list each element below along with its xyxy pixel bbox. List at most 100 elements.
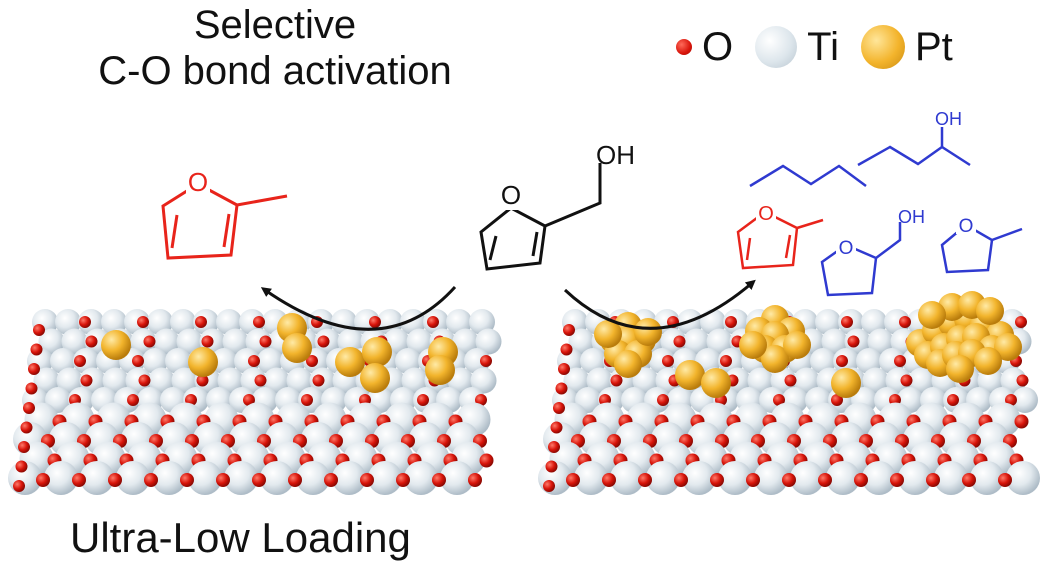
o-atom bbox=[30, 343, 43, 356]
o-atom bbox=[553, 402, 565, 414]
o-atom bbox=[784, 374, 797, 387]
o-atom bbox=[818, 473, 832, 487]
o-atom bbox=[550, 421, 563, 434]
ti-atom bbox=[862, 367, 889, 394]
o-atom bbox=[673, 335, 686, 348]
o-atom bbox=[18, 441, 30, 453]
ti-atom bbox=[821, 328, 848, 355]
thfa-ring-oxygen: O bbox=[839, 238, 854, 259]
ti-atom bbox=[934, 461, 968, 495]
legend-label-ti: Ti bbox=[807, 24, 839, 69]
o-atom bbox=[252, 473, 266, 487]
pt-clusters bbox=[594, 291, 1022, 398]
o-atom bbox=[127, 394, 139, 406]
reactant-ring-oxygen: O bbox=[501, 180, 521, 210]
reactant-hydroxyl-label: OH bbox=[596, 140, 635, 170]
o-atom bbox=[1014, 414, 1029, 429]
ti-atom bbox=[898, 461, 932, 495]
o-atom bbox=[36, 473, 50, 487]
pt-atom bbox=[634, 318, 662, 346]
ti-atom bbox=[337, 328, 364, 355]
ti-atom bbox=[171, 367, 198, 394]
o-atom bbox=[475, 394, 487, 406]
o-atom bbox=[725, 316, 737, 328]
o-atom bbox=[216, 473, 230, 487]
thfa-hydroxyl-label: OH bbox=[898, 207, 925, 227]
titanium-atom-icon bbox=[755, 26, 798, 68]
o-atom bbox=[773, 394, 785, 406]
arrow-nonselective-path bbox=[563, 279, 756, 330]
tio2-slab-right bbox=[538, 309, 1040, 495]
ti-atom bbox=[245, 328, 272, 355]
atom-legend: O Ti Pt bbox=[676, 24, 953, 70]
o-atom bbox=[201, 335, 214, 348]
o-atom bbox=[144, 473, 158, 487]
o-atom bbox=[710, 473, 724, 487]
o-atom bbox=[782, 473, 796, 487]
o-atom bbox=[545, 460, 558, 473]
ti-atom bbox=[754, 461, 788, 495]
o-atom bbox=[657, 394, 669, 406]
ti-atom bbox=[563, 367, 590, 394]
o-atom bbox=[468, 473, 482, 487]
ti-atom bbox=[452, 328, 479, 355]
ti-atom bbox=[38, 328, 65, 355]
o-atom bbox=[674, 473, 688, 487]
ti-atom bbox=[56, 367, 83, 394]
ti-atom bbox=[33, 367, 60, 394]
ti-atom bbox=[568, 328, 595, 355]
pt-atom bbox=[976, 297, 1004, 325]
ti-atom bbox=[1012, 387, 1038, 413]
o-atom bbox=[836, 355, 848, 367]
o-atom bbox=[15, 460, 28, 473]
pt-atom bbox=[362, 337, 392, 367]
pt-atom bbox=[918, 301, 946, 329]
ti-atom bbox=[368, 461, 402, 495]
pentane-molecule bbox=[749, 164, 867, 188]
o-atom bbox=[180, 473, 194, 487]
pt-atom bbox=[783, 331, 811, 359]
o-atom bbox=[560, 343, 573, 356]
ti-atom bbox=[610, 461, 644, 495]
ti-atom bbox=[586, 367, 613, 394]
o-atom bbox=[662, 355, 674, 367]
ti-atom bbox=[632, 367, 659, 394]
o-atom bbox=[543, 480, 555, 492]
ti-atom bbox=[401, 367, 428, 394]
ti-atom bbox=[286, 367, 313, 394]
arrow-selective-path bbox=[260, 285, 457, 331]
o-atom bbox=[138, 374, 151, 387]
pt-atom bbox=[701, 368, 731, 398]
o-atom bbox=[900, 374, 913, 387]
o-atom bbox=[25, 382, 38, 395]
o-atom bbox=[23, 402, 35, 414]
o-atom bbox=[962, 473, 976, 487]
ti-atom bbox=[475, 328, 502, 355]
pt-atom bbox=[739, 331, 767, 359]
pt-atom bbox=[831, 368, 861, 398]
o-atom bbox=[831, 394, 843, 406]
o-atom bbox=[248, 355, 260, 367]
ti-atom bbox=[61, 328, 88, 355]
diagram-title: Selective C-O bond activation bbox=[60, 2, 490, 94]
ti-atom bbox=[176, 328, 203, 355]
o-atom bbox=[74, 355, 86, 367]
ti-atom bbox=[240, 367, 267, 394]
o-atom bbox=[369, 316, 381, 328]
ti-atom bbox=[116, 461, 150, 495]
methylfuran-product-left bbox=[161, 168, 288, 260]
pt-atom bbox=[761, 345, 789, 373]
ti-atom bbox=[332, 461, 366, 495]
ti-atom bbox=[646, 461, 680, 495]
o-atom bbox=[80, 374, 93, 387]
o-atom bbox=[243, 394, 255, 406]
mthf-ring-oxygen: O bbox=[959, 216, 974, 237]
ti-atom bbox=[152, 461, 186, 495]
pt-atom bbox=[188, 347, 218, 377]
ti-atom bbox=[440, 461, 474, 495]
pt-atom bbox=[614, 350, 642, 378]
pentanol-hydroxyl-label: OH bbox=[935, 109, 962, 129]
o-atom bbox=[890, 473, 904, 487]
ti-atom bbox=[260, 461, 294, 495]
o-atom bbox=[558, 363, 570, 375]
